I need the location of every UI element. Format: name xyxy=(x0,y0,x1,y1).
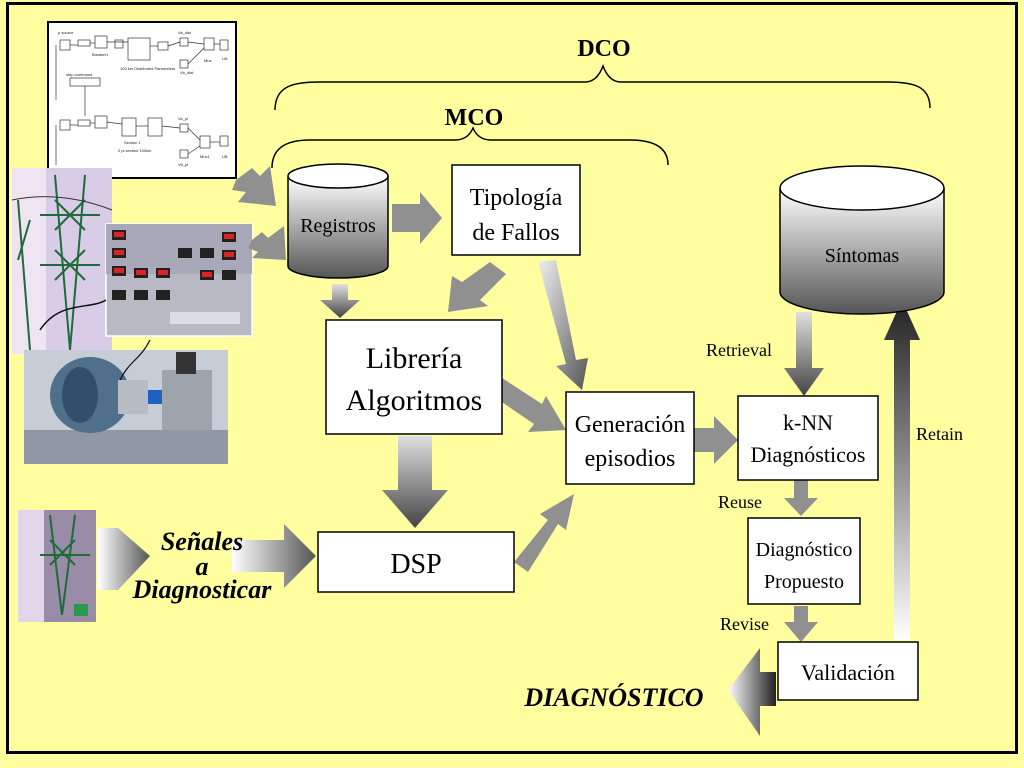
propuesto-line2: Propuesto xyxy=(764,571,844,593)
propuesto-box xyxy=(747,517,861,605)
arrow-simulink-registros xyxy=(232,166,276,206)
validacion-label: Validación xyxy=(801,660,895,685)
generacion-line1: Generación xyxy=(575,412,686,438)
registros-label: Registros xyxy=(300,215,376,237)
simulink-label: Vb_pi xyxy=(178,162,188,167)
flow-arrows xyxy=(232,166,738,572)
arrow-libreria-dsp xyxy=(382,436,448,528)
simulink-label: p source xyxy=(58,30,74,35)
dco-brace xyxy=(274,63,931,111)
validacion-box xyxy=(777,641,919,701)
arrow-senales-dsp xyxy=(232,524,316,588)
libreria-box xyxy=(325,319,503,435)
simulink-label: UA xyxy=(222,56,228,61)
libreria-line1: Librería xyxy=(366,342,463,375)
dco-label: DCO xyxy=(577,36,630,62)
arrow-tower-senales xyxy=(98,528,150,590)
dsp-box xyxy=(317,531,515,593)
arrow-validacion-sintomas xyxy=(884,300,920,640)
sintomas-cylinder xyxy=(779,165,945,315)
motor-photo xyxy=(24,339,228,464)
simulink-label: UB xyxy=(222,154,228,159)
arrow-knn-propuesto xyxy=(784,480,818,516)
tipologia-line2: de Fallos xyxy=(472,220,559,246)
diagnostico-output: DIAGNÓSTICO xyxy=(523,683,703,712)
registros-cylinder xyxy=(287,163,389,279)
arrow-dsp-generacion xyxy=(514,494,574,572)
simulink-label: 100 km Distributed Parameters xyxy=(120,66,175,71)
simulink-label: Section 1 xyxy=(124,140,141,145)
mco-label: MCO xyxy=(445,105,504,131)
slide-frame xyxy=(6,2,1018,754)
generacion-box xyxy=(565,391,695,485)
arrow-libreria-generacion xyxy=(496,378,566,432)
signal-tower-photo xyxy=(18,510,96,622)
tipologia-box xyxy=(451,164,581,256)
arrow-generacion-knn xyxy=(694,416,738,464)
arrow-panel-registros xyxy=(248,226,286,260)
retrieval-label: Retrieval xyxy=(706,340,772,360)
simulink-label: 2 pi section 100km xyxy=(118,148,152,153)
arrow-sintomas-knn xyxy=(784,312,824,396)
knn-line2: Diagnósticos xyxy=(751,442,866,467)
senales-line2: a xyxy=(196,552,209,581)
arrow-tipologia-generacion xyxy=(538,260,588,390)
arrow-propuesto-validacion xyxy=(784,606,818,642)
dsp-label: DSP xyxy=(390,549,441,580)
arrow-tipologia-libreria xyxy=(448,262,506,312)
simulink-label: step command xyxy=(66,72,92,77)
senales-line3: Diagnosticar xyxy=(132,575,273,604)
simulink-label: Mux1 xyxy=(200,154,211,159)
generacion-line2: episodios xyxy=(585,446,676,472)
revise-label: Revise xyxy=(720,614,769,634)
sintomas-label: Síntomas xyxy=(825,245,900,267)
arrow-validacion-output xyxy=(728,648,776,736)
libreria-line2: Algoritmos xyxy=(346,384,483,417)
mco-brace xyxy=(271,126,669,169)
propuesto-line1: Diagnóstico xyxy=(756,539,853,561)
lab-panel-photo xyxy=(39,223,253,337)
reuse-label: Reuse xyxy=(718,492,762,512)
simulink-label: Va_pi xyxy=(178,116,188,121)
simulink-label: Va_dist xyxy=(178,30,192,35)
tipologia-line1: Tipología xyxy=(470,185,563,211)
transmission-tower-photo xyxy=(11,168,113,354)
knn-box xyxy=(737,395,879,481)
simulink-label: Breaker1 xyxy=(92,52,109,57)
knn-line1: k-NN xyxy=(783,410,833,435)
arrow-registros-tipologia xyxy=(392,192,442,244)
senales-line1: Señales xyxy=(161,527,243,556)
simulink-label: Mux xyxy=(204,58,212,63)
simulink-label: Vb_dist xyxy=(180,70,194,75)
retain-label: Retain xyxy=(916,424,963,444)
arrow-registros-libreria xyxy=(320,284,360,318)
